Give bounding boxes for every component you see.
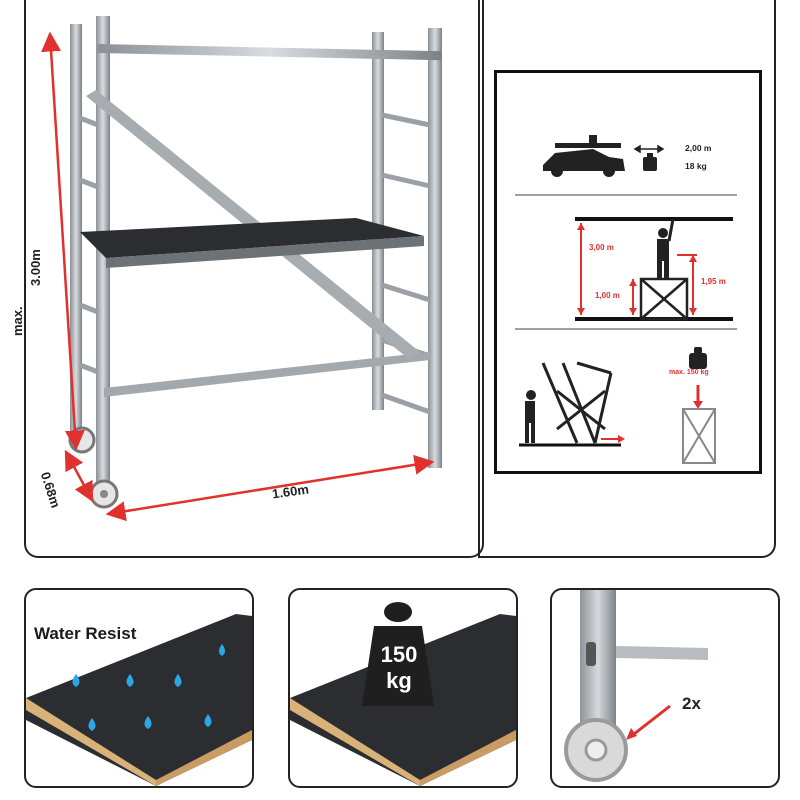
feature-water-resist: Water Resist	[24, 588, 254, 788]
weight-icon	[643, 153, 657, 171]
scaffold-frame	[24, 0, 484, 558]
platform-edge	[106, 236, 424, 268]
board-edge	[26, 698, 156, 786]
ladder-rungs-right	[381, 112, 431, 415]
height-arrows-icon	[577, 223, 697, 315]
transport-weight: 18 kg	[685, 161, 707, 171]
wheel-arrow-icon	[626, 704, 671, 740]
info-diagrams	[515, 135, 737, 464]
info-panel: 2,00 m 18 kg 3,00 m 1,00 m 1,95 m max. 1…	[494, 70, 762, 474]
load-label: max. 150 kg	[669, 369, 709, 376]
wheel-illustration	[564, 590, 708, 782]
height-value-label: 3.00m	[28, 249, 43, 286]
wheel-upright	[580, 590, 616, 730]
weight-icon	[362, 602, 434, 706]
capacity-number: 150	[380, 642, 418, 667]
platform-deck	[80, 218, 424, 258]
load-arrow-icon	[693, 385, 703, 409]
load-weight-icon	[689, 347, 707, 369]
folding-scaffold-icon	[541, 361, 613, 444]
height-high-label: 1,95 m	[701, 277, 726, 286]
water-board-illustration	[26, 614, 252, 786]
mini-scaffold-icon	[639, 277, 689, 321]
transport-length: 2,00 m	[685, 143, 712, 153]
worker-icon	[657, 218, 675, 279]
lower-rail	[104, 352, 430, 397]
car-icon	[543, 135, 625, 177]
feature-load-capacity: 150 kg	[288, 588, 518, 788]
caster-wheel-icon	[564, 718, 628, 782]
capacity-board-illustration	[290, 602, 516, 786]
capacity-unit: kg	[386, 668, 412, 693]
wheel-rung	[616, 646, 708, 660]
upright-back-right	[372, 32, 384, 410]
height-total-label: 3,00 m	[589, 243, 614, 252]
pushing-worker-icon	[525, 390, 536, 443]
water-drop-icon	[72, 644, 225, 731]
width-measure-line	[105, 454, 435, 522]
scaffold-illustration	[41, 16, 442, 522]
board-edge-front	[156, 730, 252, 786]
load-scaffold-icon	[682, 408, 716, 464]
height-measure-line	[41, 31, 85, 451]
height-low-label: 1,00 m	[595, 291, 620, 300]
top-rail	[97, 44, 442, 61]
wheel-count-label: 2x	[682, 694, 701, 713]
length-arrow-icon	[633, 144, 665, 154]
upright-front-right	[428, 28, 442, 468]
right-frame	[478, 0, 776, 558]
depth-measure-line	[64, 449, 94, 503]
height-prefix: max.	[10, 306, 25, 336]
push-arrow-icon	[601, 435, 625, 443]
height-label: max.	[10, 210, 25, 336]
divider-line	[478, 0, 480, 556]
water-resist-label: Water Resist	[34, 624, 137, 643]
feature-wheels: 2x	[550, 588, 780, 788]
